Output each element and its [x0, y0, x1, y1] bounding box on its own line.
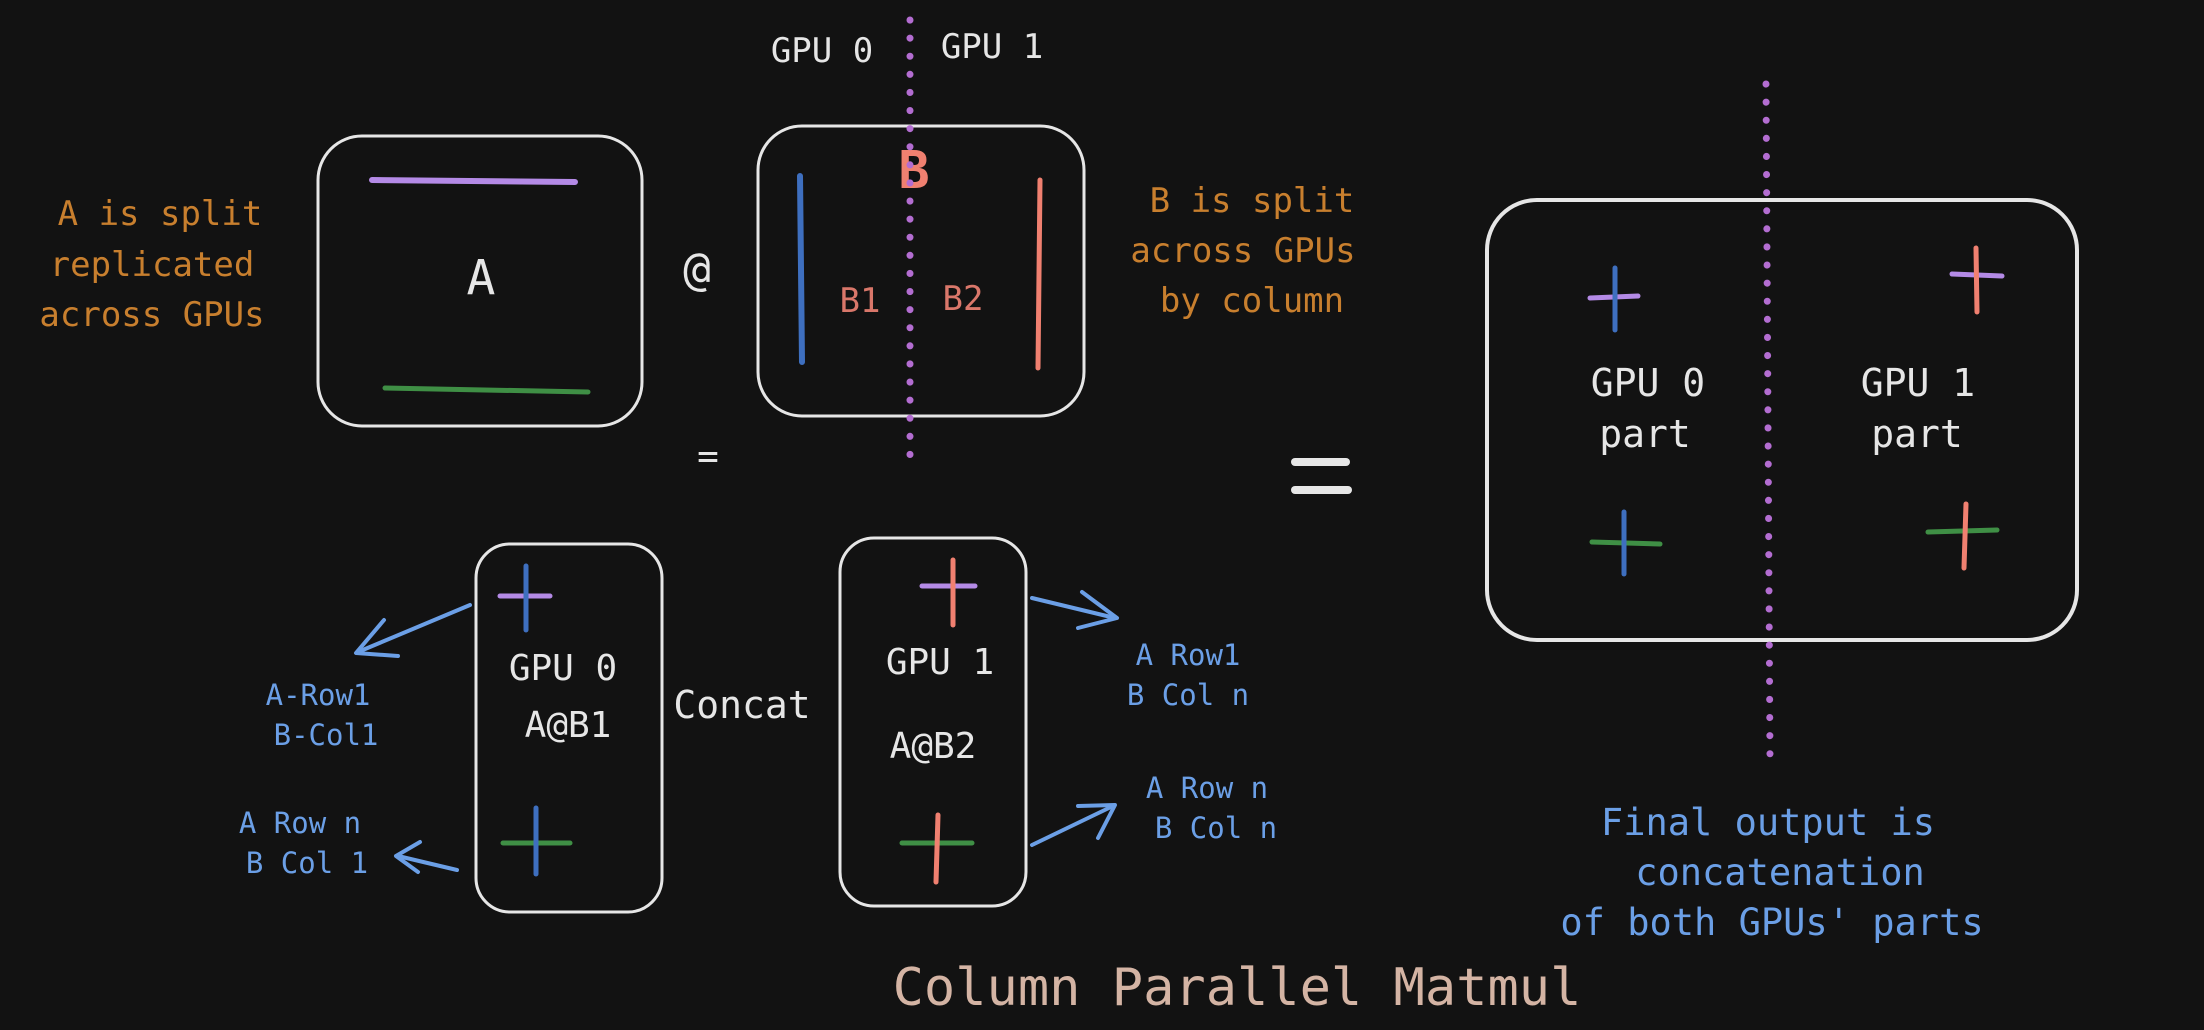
gpu1-box-line1: GPU 1 — [886, 642, 994, 683]
arrow-right-top — [1030, 590, 1119, 630]
left-bottom-annot-line2: B Col 1 — [246, 846, 368, 880]
matrix-b-label: B — [898, 141, 929, 201]
b2-label: B2 — [943, 279, 984, 319]
b1-label: B1 — [840, 281, 881, 321]
left-top-annot-line1: A-Row1 — [266, 678, 371, 712]
matrix-a: A — [316, 134, 644, 428]
result-gpu0-top-plus — [1587, 265, 1641, 333]
gpu0-top-plus — [497, 563, 553, 633]
gpu1-bottom-plus — [899, 812, 975, 885]
a-note-line2: replicated — [50, 245, 255, 285]
b-col1-line — [797, 173, 805, 365]
b-split-note: B is split across GPUs by column — [1130, 181, 1355, 321]
left-bottom-annot-line1: A Row n — [239, 806, 361, 840]
right-top-annot-line1: A Row1 — [1136, 638, 1241, 672]
diagram-title: Column Parallel Matmul — [893, 958, 1582, 1018]
gpu1-top-plus — [919, 557, 978, 628]
b-coln-line — [1035, 177, 1043, 371]
right-top-annot-line2: B Col n — [1127, 678, 1249, 712]
final-output-note: Final output is concatenation of both GP… — [1560, 801, 1983, 944]
arrow-right-bottom — [1030, 803, 1117, 847]
result-box — [1485, 198, 2079, 642]
result-matrix: GPU 0 part GPU 1 part — [1485, 80, 2079, 762]
final-line3: of both GPUs' parts — [1560, 901, 1983, 944]
gpu0-result-box: GPU 0 A@B1 — [474, 542, 664, 914]
matrix-a-label: A — [467, 250, 496, 306]
gpu1-box-line2: A@B2 — [890, 726, 977, 767]
result-gpu1-line1: GPU 1 — [1861, 361, 1975, 405]
arrow-left-top — [354, 603, 472, 658]
result-gpu0-bottom-plus — [1589, 509, 1663, 577]
right-bottom-annot-line2: B Col n — [1155, 811, 1277, 845]
matrix-b-box — [756, 124, 1086, 418]
gpu1-box-outline — [838, 536, 1028, 908]
result-gpu1-line2: part — [1871, 412, 1963, 456]
gpu0-top-label: GPU 0 — [771, 31, 873, 71]
a-row1-line — [369, 177, 578, 185]
final-line2: concatenation — [1635, 851, 1925, 894]
a-note-line1: A is split — [58, 194, 263, 234]
a-rown-line — [382, 385, 591, 395]
right-bottom-annot-line1: A Row n — [1146, 771, 1268, 805]
gpu1-top-label: GPU 1 — [941, 27, 1043, 67]
result-gpu0-line2: part — [1599, 412, 1691, 456]
a-split-note: A is split replicated across GPUs — [39, 194, 264, 335]
a-note-line3: across GPUs — [39, 295, 264, 335]
arrow-left-bottom — [394, 840, 459, 874]
gpu0-box-line1: GPU 0 — [509, 648, 617, 689]
result-gpu1-top-plus — [1949, 245, 2005, 315]
b-note-line2: across GPUs — [1130, 231, 1355, 271]
matrix-b: B B1 B2 — [756, 124, 1086, 418]
big-equals — [1291, 458, 1352, 494]
result-gpu0-line1: GPU 0 — [1591, 361, 1705, 405]
left-top-annot-line2: B-Col1 — [274, 718, 379, 752]
small-equals: = — [697, 436, 719, 477]
matmul-symbol: @ — [683, 242, 711, 296]
matrix-a-box — [316, 134, 644, 428]
b-note-line3: by column — [1160, 281, 1344, 321]
result-gpu1-bottom-plus — [1925, 501, 2000, 571]
annotation-arrows — [354, 590, 1119, 874]
annotations: A-Row1 B-Col1 A Row n B Col 1 A Row1 B C… — [239, 638, 1277, 880]
result-gpu-divider — [1762, 80, 1774, 762]
final-line1: Final output is — [1601, 801, 1935, 844]
gpu0-bottom-plus — [500, 805, 573, 877]
gpu0-box-line2: A@B1 — [525, 705, 612, 746]
gpu1-result-box: GPU 1 A@B2 — [838, 536, 1028, 908]
b-note-line1: B is split — [1150, 181, 1355, 221]
gpu0-box-outline — [474, 542, 664, 914]
concat-label: Concat — [673, 683, 810, 727]
